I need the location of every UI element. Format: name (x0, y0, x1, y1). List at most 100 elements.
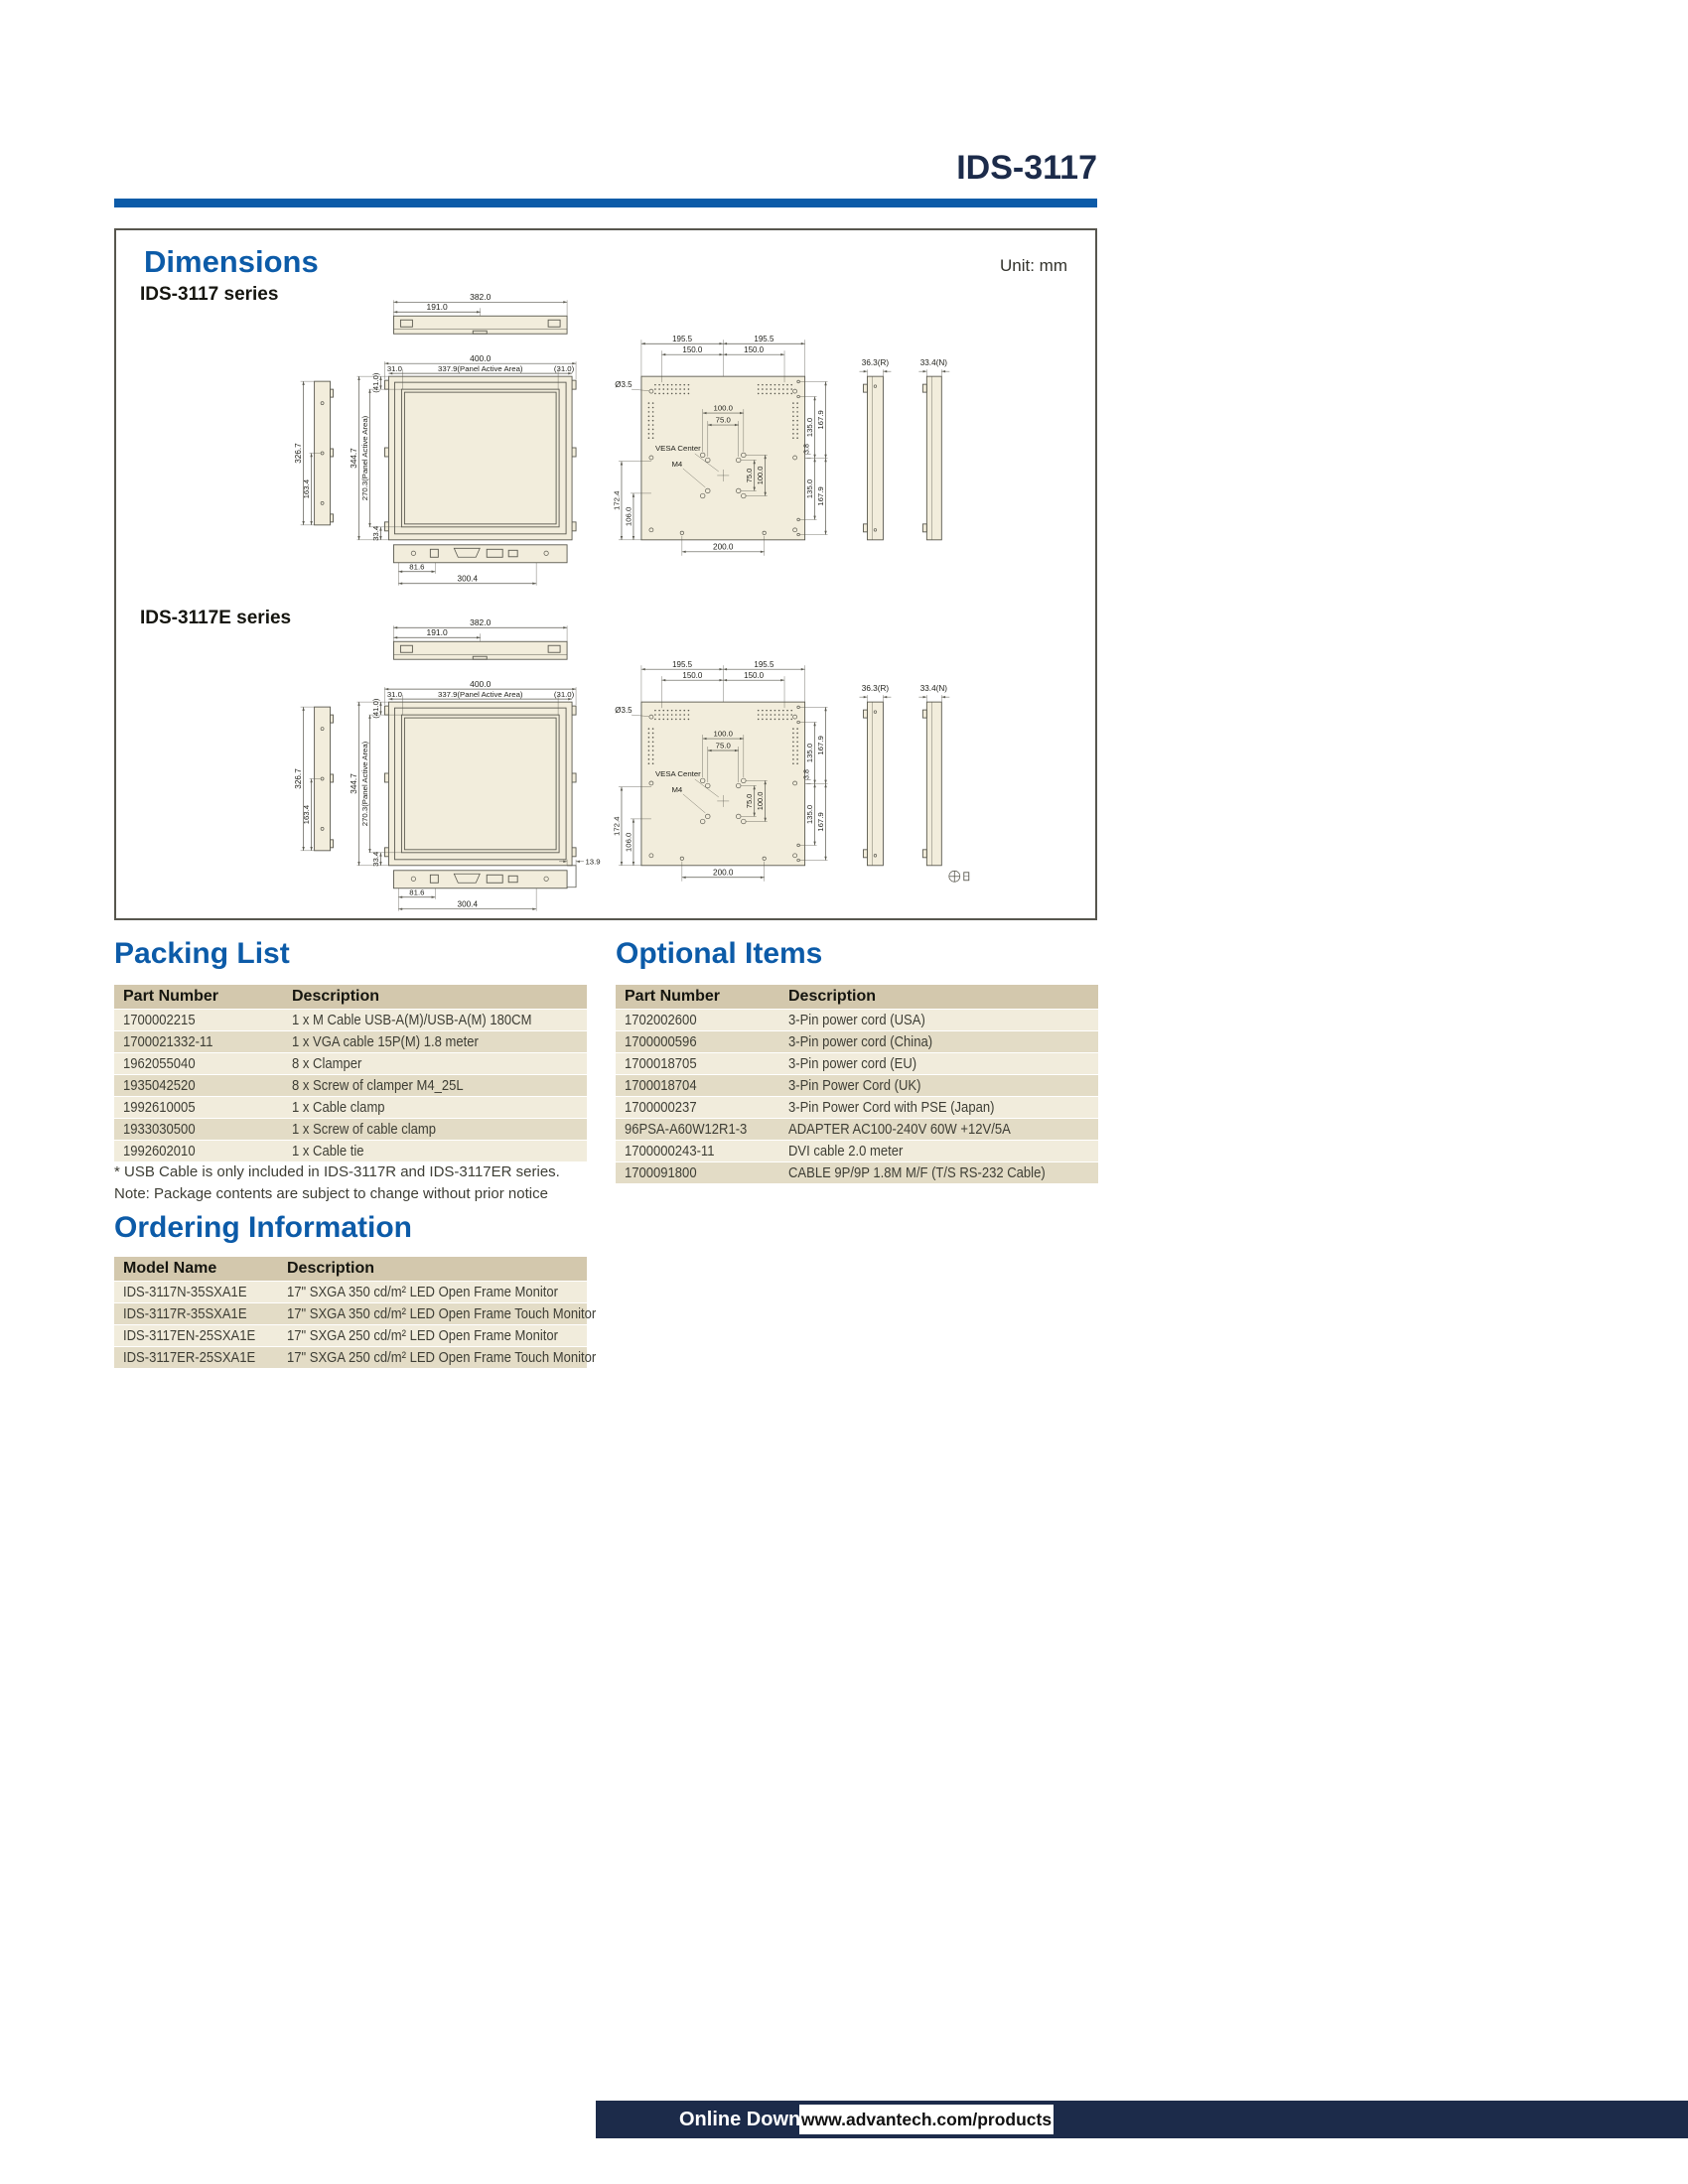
dim-label: 36.3(R) (862, 684, 890, 693)
dim-label: 195.5 (754, 335, 774, 343)
dim-label: 81.6 (409, 562, 424, 571)
dimensions-heading: Dimensions (144, 244, 319, 279)
dim-label: (31.0) (554, 364, 575, 373)
column-header-description: Description (278, 1257, 587, 1282)
dim-label: 75.0 (745, 794, 754, 809)
dim-label: 200.0 (713, 868, 734, 877)
description-cell: 1 x M Cable USB-A(M)/USB-A(M) 180CM (283, 1009, 587, 1031)
dim-label: 200.0 (713, 542, 734, 551)
part-number-cell: 1700002215 (114, 1009, 283, 1031)
dim-label: 191.0 (426, 627, 447, 637)
part-number-cell: 1962055040 (114, 1052, 283, 1075)
part-number-cell: 1700000243-11 (616, 1140, 779, 1162)
side-view-right-r: 36.3(R) (859, 358, 892, 541)
description-cell: 3-Pin Power Cord (UK) (779, 1074, 1098, 1097)
dim-label: 400.0 (470, 353, 491, 363)
part-number-cell: 1935042520 (114, 1074, 283, 1097)
dim-label: 100.0 (714, 404, 734, 413)
top-view: 382.0 191.0 (392, 617, 568, 660)
column-header-model-name: Model Name (114, 1257, 278, 1282)
dim-label: 3.8 (803, 769, 811, 779)
description-cell: 3-Pin power cord (China) (779, 1030, 1098, 1053)
dim-label: 163.4 (302, 804, 311, 824)
footer-url-link[interactable]: www.advantech.com/products (799, 2105, 1054, 2134)
packing-footnotes: * USB Cable is only included in IDS-3117… (114, 1161, 560, 1205)
description-cell: 1 x Cable clamp (283, 1096, 587, 1119)
side-view-left: 326.7 163.4 (294, 706, 335, 852)
description-cell: DVI cable 2.0 meter (779, 1140, 1098, 1162)
dim-label: 100.0 (756, 792, 765, 811)
description-cell: 17" SXGA 350 cd/m² LED Open Frame Monito… (278, 1281, 587, 1303)
dim-label: 167.9 (816, 486, 825, 505)
dim-label: 31.0 (387, 364, 403, 373)
description-cell: CABLE 9P/9P 1.8M M/F (T/S RS-232 Cable) (779, 1161, 1098, 1184)
part-number-cell: 96PSA-A60W12R1-3 (616, 1118, 779, 1141)
dim-label: 36.3(R) (862, 358, 890, 367)
dim-label: 163.4 (302, 478, 311, 498)
dim-label: 33.4(N) (920, 684, 948, 693)
optional-items-heading: Optional Items (616, 937, 823, 970)
dim-label: 167.9 (816, 410, 825, 429)
dim-label: 270.3(Panel Active Area) (360, 741, 369, 826)
dim-label: VESA Center (655, 769, 701, 778)
packing-footnote-note: Note: Package contents are subject to ch… (114, 1185, 548, 1202)
table-header-row: Part Number Description (616, 985, 1098, 1010)
ordering-information-table-wrap: Model Name Description IDS-3117N-35SXA1E… (114, 1257, 596, 1369)
dim-label: 33.4 (371, 525, 380, 541)
column-header-part-number: Part Number (616, 985, 779, 1010)
description-cell: 3-Pin Power Cord with PSE (Japan) (779, 1096, 1098, 1119)
dim-label: 167.9 (816, 736, 825, 754)
dim-label: 337.9(Panel Active Area) (438, 690, 523, 699)
part-number-cell: 1702002600 (616, 1009, 779, 1031)
part-number-cell: IDS-3117ER-25SXA1E (114, 1346, 278, 1369)
table-header-row: Part Number Description (114, 985, 587, 1010)
dim-label: 195.5 (672, 660, 693, 669)
dim-label: 100.0 (756, 467, 765, 485)
dim-label: 75.0 (716, 742, 732, 751)
description-cell: 17" SXGA 250 cd/m² LED Open Frame Monito… (278, 1324, 587, 1347)
dim-label: M4 (671, 785, 682, 794)
part-number-cell: 1700021332-11 (114, 1030, 283, 1053)
dim-label: 172.4 (612, 816, 621, 836)
dim-label: 33.4 (371, 851, 380, 867)
dim-label: 382.0 (470, 617, 491, 627)
dim-label: 270.3(Panel Active Area) (360, 415, 369, 500)
dim-label: 382.0 (470, 292, 491, 302)
dim-label: M4 (671, 460, 682, 469)
header-rule (114, 199, 1097, 207)
side-view-right-r: 36.3(R) (859, 684, 892, 867)
dim-label: 135.0 (805, 743, 814, 762)
unit-label: Unit: mm (1000, 256, 1067, 275)
column-header-part-number: Part Number (114, 985, 283, 1010)
dim-label: 191.0 (426, 302, 447, 312)
bracket-detail: 13.9 (559, 857, 601, 888)
description-cell: 17" SXGA 250 cd/m² LED Open Frame Touch … (278, 1346, 596, 1369)
dim-label: 3.8 (803, 444, 811, 454)
part-number-cell: 1700000596 (616, 1030, 779, 1053)
dim-label: 81.6 (409, 887, 424, 896)
packing-list-heading: Packing List (114, 937, 290, 970)
side-view-right-n: 33.4(N) (918, 358, 950, 541)
dim-label: 326.7 (294, 768, 303, 789)
description-cell: 17" SXGA 350 cd/m² LED Open Frame Touch … (278, 1302, 596, 1325)
dim-label: 135.0 (805, 478, 814, 498)
